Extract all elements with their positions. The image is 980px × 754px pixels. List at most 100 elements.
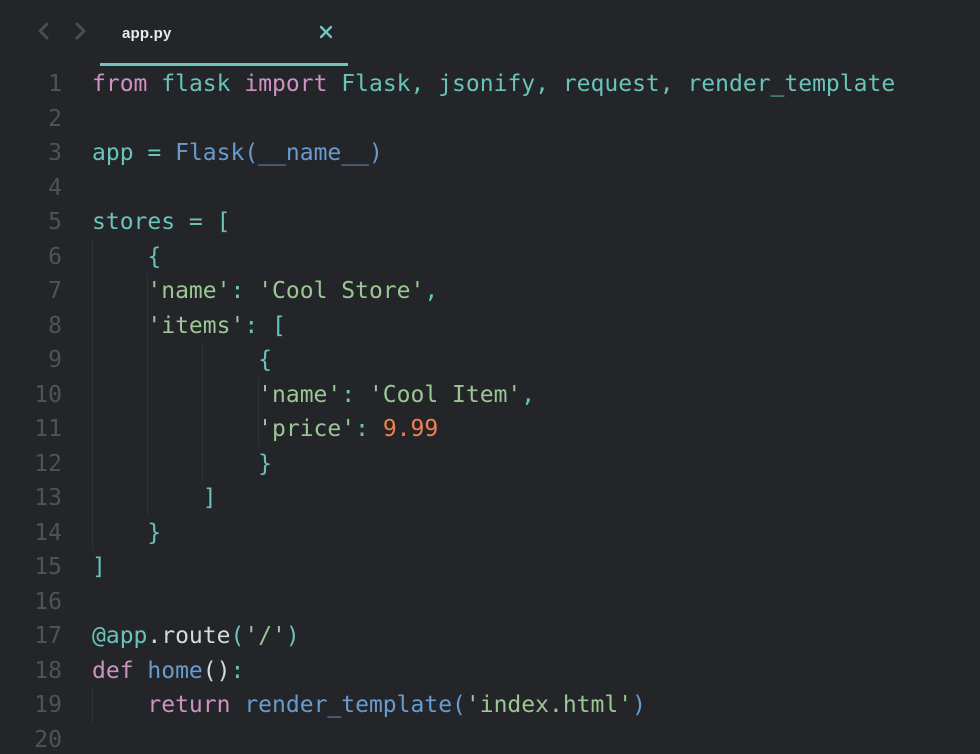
code-token: render_template( <box>244 692 466 718</box>
code-line-content[interactable]: { <box>62 240 161 275</box>
code-token: from <box>92 71 162 97</box>
code-token: '/' <box>244 623 286 649</box>
code-line-content[interactable]: { <box>62 343 272 378</box>
code-token: } <box>92 519 162 546</box>
code-token: ] <box>92 554 106 580</box>
active-tab-indicator <box>100 62 348 66</box>
code-token: 'Cool Store' <box>258 278 425 304</box>
indent-guide <box>92 239 93 550</box>
code-token: : [ <box>244 312 286 339</box>
code-token: ) <box>632 692 646 718</box>
code-token: app = <box>92 140 176 166</box>
line-number: 7 <box>48 278 62 304</box>
chevron-left-icon <box>34 20 54 42</box>
code-line-content[interactable] <box>62 723 92 754</box>
code-line: 17@app.route('/') <box>0 619 980 654</box>
code-line: 20 <box>0 723 980 754</box>
code-line-content[interactable] <box>62 585 92 620</box>
chevron-right-icon <box>70 20 90 42</box>
indent-guide <box>92 688 93 723</box>
code-line-content[interactable]: app = Flask(__name__) <box>62 136 383 171</box>
code-line: 8 'items': [ <box>0 309 980 344</box>
code-token: 9.99 <box>382 416 439 442</box>
code-token: , <box>521 381 536 408</box>
code-line: 15] <box>0 550 980 585</box>
line-number: 2 <box>48 105 62 132</box>
line-number: 15 <box>34 554 62 580</box>
nav-forward-button[interactable] <box>66 17 94 45</box>
line-number: 17 <box>34 623 62 649</box>
line-number: 3 <box>48 140 62 166</box>
line-number: 8 <box>48 312 62 339</box>
line-number: 20 <box>34 726 62 753</box>
tab-bar: app.py <box>0 0 980 66</box>
code-line-content[interactable]: def home(): <box>62 654 244 689</box>
line-number: 18 <box>34 657 62 684</box>
code-token: 'name' <box>92 381 342 408</box>
code-token: @app <box>92 623 148 649</box>
indent-guide <box>258 377 259 447</box>
code-token: home <box>147 657 203 684</box>
line-number: 13 <box>34 485 62 511</box>
code-line-content[interactable]: } <box>62 516 161 551</box>
indent-guide <box>147 274 148 516</box>
line-number: 11 <box>34 416 62 442</box>
line-number: 9 <box>48 347 62 373</box>
code-line-content[interactable]: ] <box>62 550 106 585</box>
code-line-content[interactable]: stores = [ <box>62 205 230 240</box>
code-line: 16 <box>0 585 980 620</box>
code-token: 'Cool Item' <box>368 381 522 408</box>
code-token: } <box>92 450 273 477</box>
code-token: Flask, jsonify, request, render_template <box>341 71 896 97</box>
code-line-content[interactable]: 'name': 'Cool Store', <box>62 274 438 309</box>
code-line: 13 ] <box>0 481 980 516</box>
line-number: 4 <box>48 174 62 201</box>
code-token: 'name' <box>92 278 231 304</box>
code-line-content[interactable] <box>62 102 92 137</box>
line-number: 14 <box>34 519 62 546</box>
tab-close-button[interactable] <box>314 21 338 45</box>
code-line-content[interactable]: @app.route('/') <box>62 619 300 654</box>
code-token: .route <box>147 623 231 649</box>
code-token: : <box>230 657 245 684</box>
line-number: 1 <box>48 71 62 97</box>
code-line-content[interactable]: from flask import Flask, jsonify, reques… <box>62 67 895 102</box>
code-line: 19 return render_template('index.html') <box>0 688 980 723</box>
nav-back-button[interactable] <box>30 17 58 45</box>
code-token: : <box>355 416 383 442</box>
tab-app-py[interactable]: app.py <box>100 0 348 66</box>
code-line-content[interactable]: } <box>62 447 272 482</box>
code-line-content[interactable]: 'price': 9.99 <box>62 412 438 447</box>
code-token: : <box>230 278 259 304</box>
code-token: { <box>92 347 273 373</box>
code-token: return <box>92 692 245 718</box>
code-token: 'items' <box>92 312 245 339</box>
tab-title: app.py <box>122 24 172 42</box>
code-token: () <box>202 657 231 684</box>
code-token: import <box>244 71 342 97</box>
code-line: 12 } <box>0 447 980 482</box>
code-line: 7 'name': 'Cool Store', <box>0 274 980 309</box>
code-line: 14 } <box>0 516 980 551</box>
code-line-content[interactable]: 'name': 'Cool Item', <box>62 378 535 413</box>
code-line-content[interactable]: 'items': [ <box>62 309 286 344</box>
code-line: 4 <box>0 171 980 206</box>
code-token: Flask(__name__) <box>175 140 383 166</box>
code-line-content[interactable]: ] <box>62 481 217 516</box>
code-token: 'index.html' <box>465 692 633 718</box>
code-line: 6 { <box>0 240 980 275</box>
line-number: 16 <box>34 588 62 615</box>
line-number: 6 <box>48 243 62 270</box>
line-number: 5 <box>48 209 62 235</box>
line-number: 12 <box>34 450 62 477</box>
code-line-content[interactable] <box>62 171 92 206</box>
code-line-content[interactable]: return render_template('index.html') <box>62 688 646 723</box>
code-token: flask <box>161 71 245 97</box>
indent-guide <box>202 343 203 481</box>
code-line: 11 'price': 9.99 <box>0 412 980 447</box>
code-token: { <box>92 243 162 270</box>
